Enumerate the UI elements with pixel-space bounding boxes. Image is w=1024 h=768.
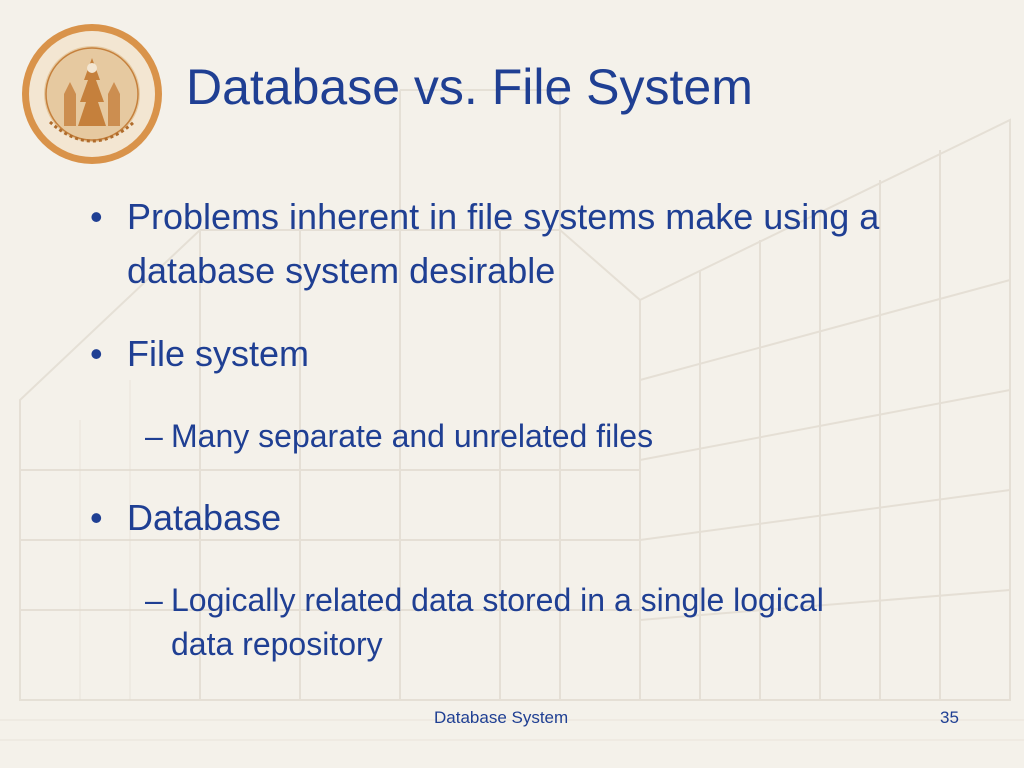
bullet-item: • Database (90, 491, 930, 545)
bullet-text: Problems inherent in file systems make u… (127, 196, 880, 291)
sub-bullet-item: – Logically related data stored in a sin… (145, 578, 880, 666)
bullet-item: • File system (90, 327, 930, 381)
sub-bullet-item: – Many separate and unrelated files (145, 414, 905, 458)
sub-bullet-marker: – (145, 418, 163, 454)
bullet-marker: • (90, 333, 103, 374)
bullet-item: • Problems inherent in file systems make… (90, 190, 930, 298)
bullet-marker: • (90, 497, 103, 538)
bullet-text: Database (127, 497, 282, 538)
sub-bullet-text: Logically related data stored in a singl… (171, 582, 824, 662)
slide-title: Database vs. File System (186, 59, 753, 115)
sub-bullet-marker: – (145, 582, 163, 618)
sub-bullet-text: Many separate and unrelated files (171, 418, 654, 454)
bullet-text: File system (127, 333, 310, 374)
bullet-marker: • (90, 196, 103, 237)
page-number: 35 (940, 708, 959, 727)
footer-title: Database System (434, 708, 569, 727)
university-seal-icon (20, 22, 164, 166)
